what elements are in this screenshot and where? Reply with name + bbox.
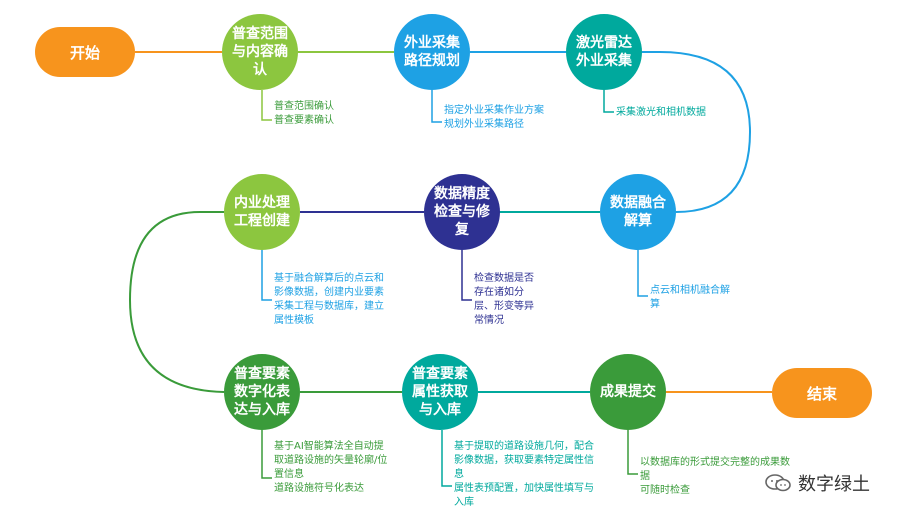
node-label: 内业处理 工程创建 bbox=[234, 195, 290, 229]
node-project-creation: 内业处理 工程创建 bbox=[224, 174, 300, 250]
note-result-submission: 以数据库的形式提交完整的成果数 据 可随时检查 bbox=[640, 457, 790, 496]
note-scope-confirm: 普查范围确认 普查要素确认 bbox=[274, 101, 334, 126]
note-attribute-acquisition: 基于提取的道路设施几何，配合 影像数据，获取要素特定属性信 息 属性表预配置，加… bbox=[454, 441, 594, 508]
node-label: 数据融合 解算 bbox=[610, 195, 666, 229]
node-scope-confirm: 普查范围 与内容确 认 bbox=[222, 14, 298, 90]
node-label: 激光雷达 外业采集 bbox=[576, 35, 632, 69]
callout-n9 bbox=[627, 430, 638, 475]
node-label: 成果提交 bbox=[600, 384, 656, 400]
callout-n3 bbox=[603, 90, 614, 113]
callout-n1 bbox=[261, 90, 272, 121]
node-digitization: 普查要素 数字化表 达与入库 bbox=[224, 354, 300, 430]
note-digitization: 基于AI智能算法全自动提 取道路设施的矢量轮廓/位 置信息 道路设施符号化表达 bbox=[274, 441, 388, 494]
node-label: 数据精度 检查与修 复 bbox=[434, 186, 490, 238]
node-route-planning: 外业采集 路径规划 bbox=[394, 14, 470, 90]
node-attribute-acquisition: 普查要素 属性获取 与入库 bbox=[402, 354, 478, 430]
start-pill: 开始 bbox=[35, 27, 135, 77]
wechat-icon bbox=[764, 473, 792, 493]
connector-n3-n4 bbox=[642, 51, 752, 213]
node-result-submission: 成果提交 bbox=[590, 354, 666, 430]
note-accuracy-check: 检查数据是否 存在诸如分 层、形变等异 常情况 bbox=[474, 273, 534, 326]
node-accuracy-check: 数据精度 检查与修 复 bbox=[424, 174, 500, 250]
watermark-text: 数字绿土 bbox=[798, 474, 870, 495]
callout-n7 bbox=[261, 430, 272, 479]
callout-n4 bbox=[637, 250, 648, 297]
node-data-fusion: 数据融合 解算 bbox=[600, 174, 676, 250]
end-pill: 结束 bbox=[772, 368, 872, 418]
node-label: 外业采集 路径规划 bbox=[404, 35, 460, 69]
callout-n6 bbox=[261, 250, 272, 301]
node-label: 普查范围 与内容确 认 bbox=[232, 26, 288, 78]
start-label: 开始 bbox=[69, 43, 100, 62]
node-label: 普查要素 数字化表 达与入库 bbox=[234, 366, 290, 418]
callout-n2 bbox=[431, 90, 442, 123]
watermark: 数字绿土 bbox=[764, 470, 870, 496]
callout-n5 bbox=[461, 250, 472, 301]
note-lidar-collection: 采集激光和相机数据 bbox=[616, 107, 706, 118]
node-label: 普查要素 属性获取 与入库 bbox=[412, 366, 468, 418]
note-data-fusion: 点云和相机融合解 算 bbox=[650, 285, 730, 310]
connector-n6-n7 bbox=[128, 211, 225, 393]
callout-n8 bbox=[441, 430, 452, 487]
note-route-planning: 指定外业采集作业方案 规划外业采集路径 bbox=[444, 105, 544, 130]
node-lidar-collection: 激光雷达 外业采集 bbox=[566, 14, 642, 90]
note-project-creation: 基于融合解算后的点云和 影像数据，创建内业要素 采集工程与数据库，建立 属性模板 bbox=[274, 273, 384, 326]
end-label: 结束 bbox=[806, 384, 837, 403]
